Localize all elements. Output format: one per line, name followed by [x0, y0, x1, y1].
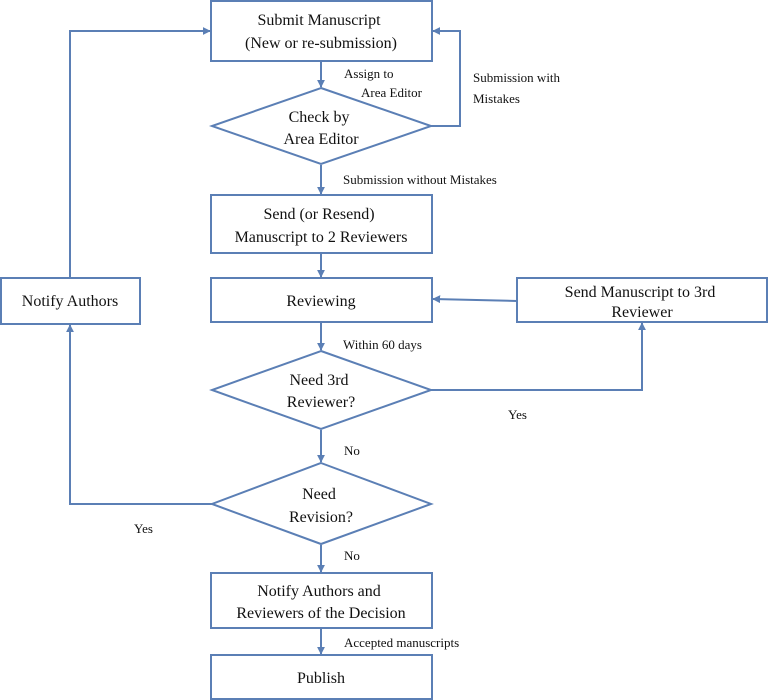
- third-label-line-2: Reviewer: [611, 304, 673, 321]
- third-label-line-1: Send Manuscript to 3rd: [565, 284, 716, 301]
- node-submit-box: [210, 0, 433, 62]
- node-send-box: [210, 194, 433, 254]
- yes-revision-label-line-1: Yes: [134, 521, 153, 536]
- within-label: Within 60 days: [343, 337, 422, 352]
- no-third-label: No: [344, 443, 360, 458]
- no-third-label-line-1: No: [344, 443, 360, 458]
- node-decision-box: [210, 572, 433, 629]
- within-label-line-1: Within 60 days: [343, 337, 422, 352]
- send-label-line-1: Send (or Resend): [263, 206, 374, 223]
- submit-label-line-2: (New or re-submission): [245, 35, 397, 52]
- revision-label-line-2: Revision?: [289, 509, 353, 526]
- check-label-line-1: Check by: [289, 109, 350, 126]
- decision-label: Notify Authors and Reviewers of the Deci…: [236, 583, 405, 622]
- yes-third-label: Yes: [508, 407, 527, 422]
- check-label-line-2: Area Editor: [283, 131, 359, 148]
- no-revision-label-line-1: No: [344, 548, 360, 563]
- node-third-box: [516, 277, 768, 323]
- reviewing-label-line-1: Reviewing: [286, 293, 355, 310]
- node-check-diamond: [208, 86, 435, 166]
- node-notify-box: [0, 277, 141, 325]
- third-label: Send Manuscript to 3rd Reviewer: [565, 284, 720, 321]
- need3-label-line-2: Reviewer?: [287, 394, 355, 411]
- edge-third-to-reviewing: [432, 295, 518, 304]
- edge-need3-yes-to-third: [431, 322, 646, 391]
- submit-label: Submit Manuscript (New or re-submission): [245, 12, 397, 52]
- submit-label-line-1: Submit Manuscript: [257, 12, 381, 29]
- accepted-label-line-1: Accepted manuscripts: [344, 635, 459, 650]
- reviewing-label: Reviewing: [286, 293, 355, 310]
- accepted-label: Accepted manuscripts: [344, 635, 459, 650]
- assign-label-line-1: Assign to: [344, 66, 393, 81]
- node-revision-diamond: [209, 461, 434, 546]
- edge-notify-to-submit: [69, 27, 211, 277]
- node-reviewing-box: [210, 277, 433, 323]
- connectors: [66, 27, 646, 655]
- revision-label-line-1: Need: [302, 486, 336, 503]
- no-mistakes-label: Submission without Mistakes: [343, 172, 497, 187]
- edge-check-mistakes-loop: [431, 27, 461, 127]
- notify-label-line-1: Notify Authors: [22, 293, 118, 310]
- yes-third-label-line-1: Yes: [508, 407, 527, 422]
- send-label-line-2: Manuscript to 2 Reviewers: [235, 229, 408, 246]
- yes-revision-label: Yes: [134, 521, 153, 536]
- no-revision-label: No: [344, 548, 360, 563]
- need3-label-line-1: Need 3rd: [289, 372, 348, 389]
- publish-label: Publish: [297, 670, 345, 687]
- node-publish-box: [210, 654, 433, 700]
- need3-label: Need 3rd Reviewer?: [287, 372, 355, 411]
- publish-label-line-1: Publish: [297, 670, 345, 687]
- decision-label-line-1: Notify Authors and: [257, 583, 381, 600]
- check-label: Check by Area Editor: [283, 109, 359, 148]
- mistakes-label: Submission with Mistakes: [473, 70, 563, 106]
- decision-label-line-2: Reviewers of the Decision: [236, 605, 405, 622]
- send-label: Send (or Resend) Manuscript to 2 Reviewe…: [235, 206, 408, 246]
- edge-revision-yes-to-notify: [66, 324, 212, 505]
- revision-label: Need Revision?: [289, 486, 353, 526]
- assign-label: Assign to Area Editor: [344, 66, 423, 100]
- notify-label: Notify Authors: [22, 293, 118, 310]
- mistakes-label-line-1: Submission with: [473, 70, 561, 85]
- mistakes-label-line-2: Mistakes: [473, 91, 520, 106]
- assign-label-line-2: Area Editor: [361, 85, 423, 100]
- node-need3-diamond: [209, 349, 434, 431]
- no-mistakes-label-line-1: Submission without Mistakes: [343, 172, 497, 187]
